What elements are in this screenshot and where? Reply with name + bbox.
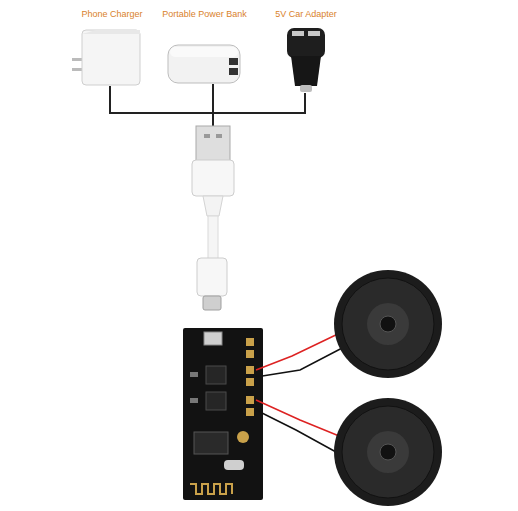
device-label: 5V Car Adapter bbox=[271, 9, 341, 20]
speaker bbox=[334, 398, 442, 506]
usb-cable bbox=[192, 126, 234, 310]
device-node: Phone Charger bbox=[77, 9, 147, 87]
speaker bbox=[334, 270, 442, 378]
charger-icon bbox=[72, 30, 140, 85]
speaker-wires bbox=[256, 332, 346, 452]
car-adapter-icon bbox=[287, 28, 325, 92]
device-node: 5V Car Adapter bbox=[271, 9, 341, 93]
device-label: Portable Power Bank bbox=[158, 9, 251, 20]
bluetooth-board bbox=[183, 328, 263, 500]
device-label: Phone Charger bbox=[77, 9, 147, 20]
bracket-line bbox=[110, 84, 305, 126]
power-bank-icon bbox=[168, 45, 240, 83]
device-node: Portable Power Bank bbox=[158, 9, 251, 85]
